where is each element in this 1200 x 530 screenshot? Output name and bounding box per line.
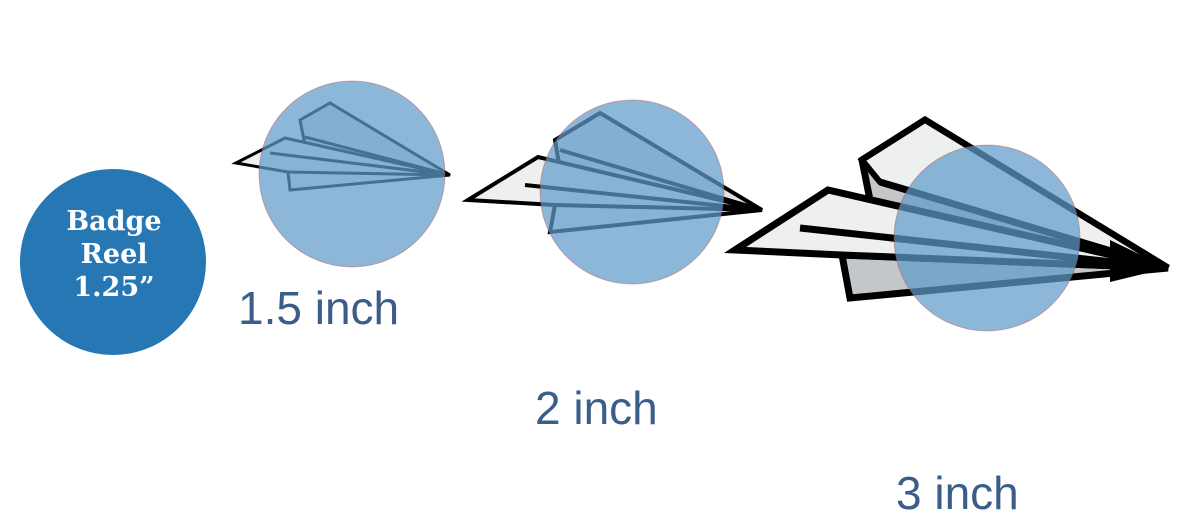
badge-line-2: Reel bbox=[80, 239, 148, 270]
size-label-1-5-inch: 1.5 inch bbox=[238, 282, 400, 334]
size-circle-2-inch bbox=[539, 99, 725, 285]
size-label-2-inch: 2 inch bbox=[535, 382, 658, 434]
badge-line-1: Badge bbox=[66, 206, 162, 237]
size-circle-3-inch bbox=[893, 144, 1081, 332]
badge-line-3: 1.25” bbox=[73, 272, 155, 303]
badge-reel-circle bbox=[20, 169, 206, 355]
size-label-3-inch: 3 inch bbox=[896, 467, 1019, 519]
size-circle-1-5-inch bbox=[258, 80, 446, 268]
badge-reel-label: Badge Reel 1.25” bbox=[19, 205, 209, 304]
